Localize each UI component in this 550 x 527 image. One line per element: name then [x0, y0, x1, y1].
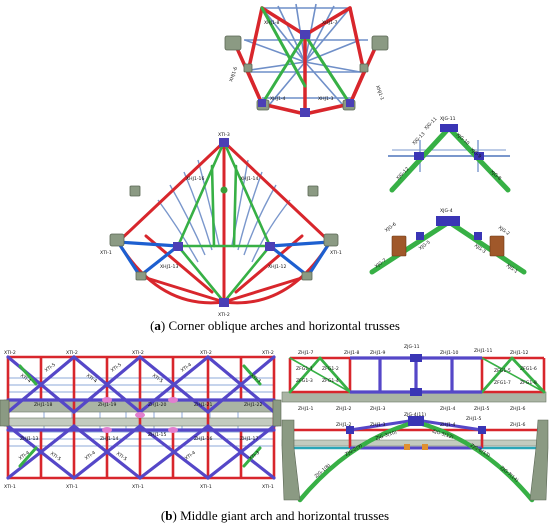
lower-label-5: XJG-2	[497, 225, 511, 237]
caption-b: (b) Middle giant arch and horizontal tru…	[160, 508, 390, 523]
oblique-upper-arch: XJG-11 XJG-10 XJG-9 XJG-8 XJG-13 XJG-12 …	[388, 116, 511, 193]
plan-bottom-label-1: XTI-1	[4, 484, 16, 490]
lower-label-3: XJG-4	[440, 208, 453, 214]
elev-lower-label-6: ZHJ1-6	[510, 422, 526, 428]
lower-label-1: XJG-6	[384, 221, 398, 233]
elev-ub-label-4: ZHJ1-4	[440, 406, 456, 412]
elev-diag-label-7: ZFG1-7	[494, 380, 511, 386]
caption-a: (a) Corner oblique arches and horizontal…	[150, 318, 400, 333]
elev-top-label-6: ZHJ1-11	[474, 348, 492, 354]
plan-bottom-label-5: XTI-1	[262, 484, 274, 490]
plan-diag-label-6: XTI-4	[180, 362, 193, 374]
elev-ub-label-2: ZHJ1-2	[336, 406, 352, 412]
elev-diag-label-6: ZFG1-6	[520, 366, 537, 372]
top-fan-label-1: XHJ1-8	[264, 20, 280, 26]
plan-diag-label-9: XTI-5	[49, 451, 62, 463]
plan-mid-label-4: ZHJ1-21	[194, 402, 212, 408]
elev-top-label-7: ZHJ1-12	[510, 350, 528, 356]
plan-top-label-5: XTI-2	[262, 350, 274, 356]
plan-diag-label-10: XTI-4	[84, 450, 97, 462]
plan-mid-label-10: ZHJ1-17	[240, 436, 258, 442]
corner-label-5: XHJ1-16	[186, 176, 204, 182]
elev-lower-label-1: ZJG-4(11)	[404, 412, 426, 418]
plan-top-label-3: XTI-2	[132, 350, 144, 356]
plan-mid-label-5: ZHJ1-22	[244, 402, 262, 408]
elev-diag-label-3: ZFG1-3	[296, 378, 313, 384]
elev-lower-label-12: ZJG-7(14)	[499, 465, 520, 484]
elev-diag-label-1: ZFG1-1	[296, 366, 313, 372]
elev-lower-label-2: ZHJ1-2	[336, 422, 352, 428]
plan-diag-label-12: XTI-4	[184, 450, 197, 462]
elev-ub-label-1: ZHJ1-1	[298, 406, 314, 412]
corner-label-3: XTI-1	[100, 250, 112, 256]
oblique-lower-arch: XJG-6 XJG-5 XJG-4 XJG-3 XJG-2 XJG-1 XJG-…	[369, 208, 527, 275]
upper-label-1: XJG-11	[440, 116, 456, 122]
plan-bottom-label-2: XTI-1	[66, 484, 78, 490]
plan-top-label-2: XTI-2	[66, 350, 78, 356]
top-fan-label-2: XHJ1-7	[322, 20, 338, 26]
elev-ub-label-3: ZHJ1-3	[370, 406, 386, 412]
corner-label-6: XHJ1-14	[240, 176, 258, 182]
plan-mid-label-3: ZHJ1-20	[148, 402, 166, 408]
upper-label-7: XJG-11	[423, 116, 438, 131]
top-fan-label-5: XHJ1-3	[318, 96, 334, 102]
elev-lower-label-5: ZHJ1-5	[466, 416, 482, 422]
elev-lower-label-3: ZHJ1-3	[370, 422, 386, 428]
plan-diag-label-2: XTI-5	[44, 362, 57, 374]
elev-ub-label-6: ZHJ1-6	[510, 406, 526, 412]
corner-label-2: XTI-2	[218, 312, 230, 318]
plan-diag-label-8: XTI-4	[18, 450, 31, 462]
upper-label-5: XJG-13	[411, 131, 426, 146]
corner-label-1: XTI-3	[218, 132, 230, 138]
top-fan-label-4: XHJ1-4	[270, 96, 286, 102]
plan-mid-label-7: ZHJ1-14	[100, 436, 118, 442]
plan-mid-label-6: ZHJ1-13	[20, 436, 38, 442]
elev-diag-label-8: ZFG1-8	[520, 380, 537, 386]
corner-label-4: XTI-1	[330, 250, 342, 256]
elev-lower-label-4: ZHJ1-4	[440, 422, 456, 428]
elev-top-label-4: ZJG-11	[404, 344, 420, 350]
elev-top-label-5: ZHJ1-10	[440, 350, 458, 356]
elev-top-label-3: ZHJ1-9	[370, 350, 386, 356]
corner-fan-diagram: XTI-3 XTI-2 XTI-1 XTI-1 XHJ1-16 XHJ1-14 …	[100, 132, 342, 318]
elev-top-label-1: ZHJ1-7	[298, 350, 314, 356]
plan-diag-label-4: XTI-5	[110, 362, 123, 374]
elevation-view-trusses: ZHJ1-7 ZHJ1-8 ZHJ1-9 ZJG-11 ZHJ1-10 ZHJ1…	[281, 344, 549, 503]
elev-top-label-2: ZHJ1-8	[344, 350, 360, 356]
plan-top-label-1: XTI-2	[4, 350, 16, 356]
elev-diag-label-4: ZFG1-4	[322, 378, 339, 384]
elev-ub-label-5: ZHJ1-5	[474, 406, 490, 412]
elev-diag-label-2: ZFG1-2	[322, 366, 339, 372]
elev-diag-label-5: ZFG1-5	[494, 368, 511, 374]
plan-view-trusses: XTI-2 XTI-2 XTI-2 XTI-2 XTI-2 XTI-1 XTI-…	[0, 350, 282, 490]
plan-mid-label-9: ZHJ1-16	[194, 436, 212, 442]
top-fan-diagram: XHJ1-8 XHJ1-7 XHJ1-6 XHJ1-4 XHJ1-3 XHJ1-…	[224, 3, 389, 117]
plan-mid-label-2: ZHJ1-19	[98, 402, 116, 408]
plan-diag-label-7: XTI-3	[249, 373, 262, 385]
plan-diag-label-5: XTI-5	[151, 373, 164, 385]
plan-diag-label-13: XTI-3	[248, 450, 261, 462]
plan-bottom-label-4: XTI-1	[200, 484, 212, 490]
plan-mid-label-8: ZHJ1-15	[148, 432, 166, 438]
plan-diag-label-1: XTI-4	[19, 373, 32, 385]
corner-label-8: XHJ1-12	[268, 264, 286, 270]
plan-top-label-4: XTI-2	[200, 350, 212, 356]
top-fan-label-6: XHJ1-1	[374, 85, 385, 102]
plan-mid-label-1: ZHJ1-18	[34, 402, 52, 408]
plan-diag-label-3: XTI-4	[85, 373, 98, 385]
corner-label-7: XHJ1-13	[160, 264, 178, 270]
top-fan-label-3: XHJ1-6	[228, 66, 239, 83]
plan-diag-label-11: XTI-5	[115, 451, 128, 463]
plan-bottom-label-3: XTI-1	[132, 484, 144, 490]
